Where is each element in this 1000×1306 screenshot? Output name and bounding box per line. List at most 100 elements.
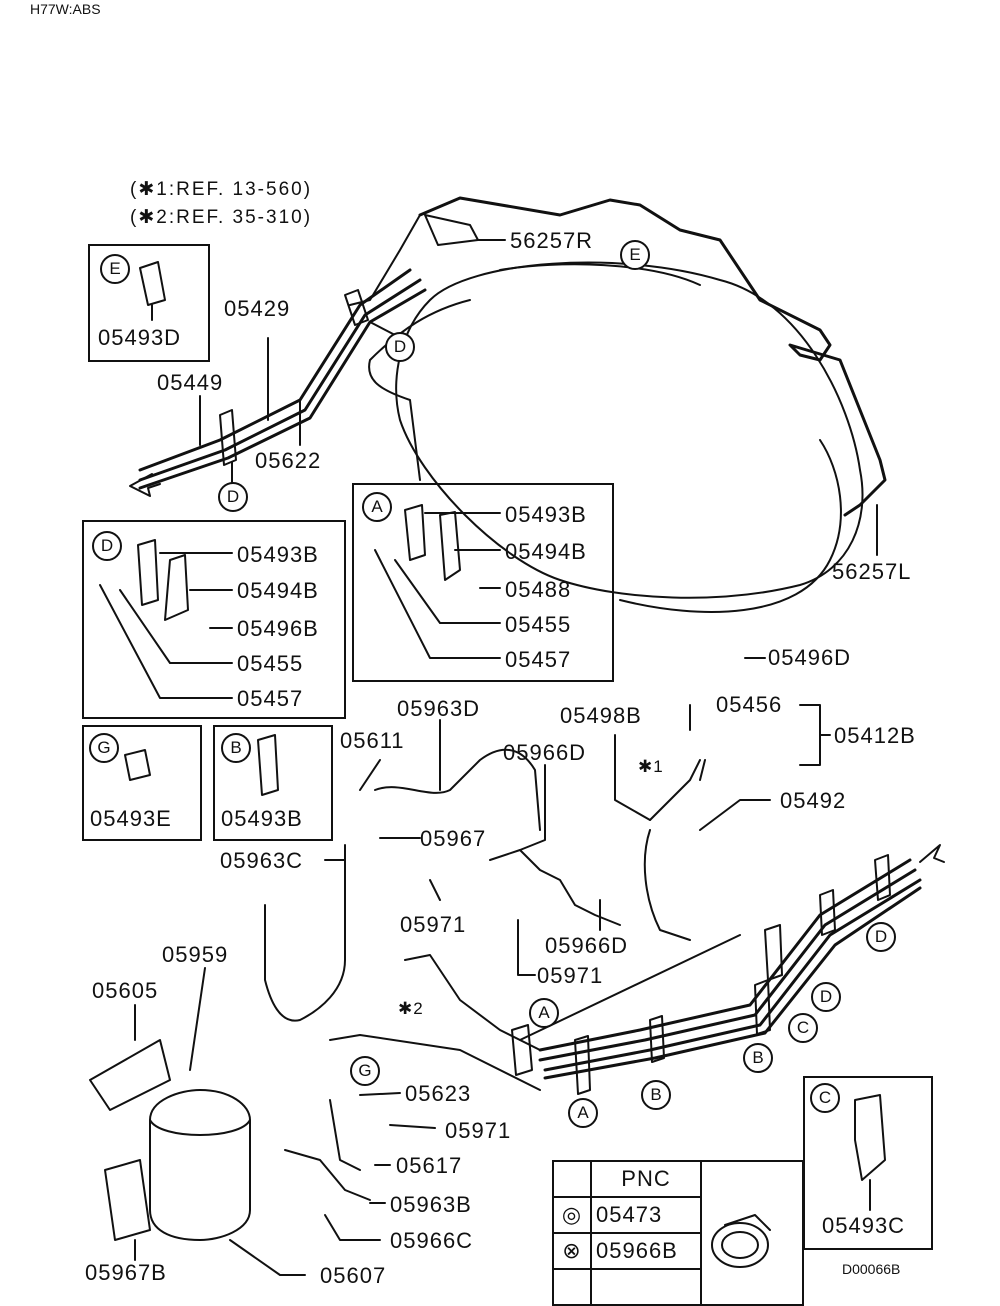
part-b-clip [257, 734, 279, 796]
line-lower-1 [538, 858, 912, 1052]
part-05963B: 05963B [390, 1192, 472, 1217]
part-05412B: 05412B [834, 723, 916, 748]
part-a-05457: 05457 [505, 647, 572, 672]
marker-d-inset: D [92, 531, 122, 561]
part-05959: 05959 [162, 942, 229, 967]
clip-lower-d2 [874, 854, 891, 901]
line-lower-2 [538, 868, 917, 1062]
pnc-symbol-2: ⊗ [552, 1232, 592, 1270]
part-05623: 05623 [405, 1081, 472, 1106]
part-c-clip [854, 1094, 886, 1181]
marker-b-lower-1: B [743, 1043, 773, 1073]
pnc-symbol-1: ◎ [552, 1196, 592, 1234]
leader-a-05455 [394, 559, 501, 624]
marker-a-inset: A [362, 492, 392, 522]
part-g-05493E: 05493E [90, 806, 172, 831]
inset-a [352, 483, 614, 682]
pnc-code-2: 05966B [590, 1232, 702, 1270]
reference-note-1: (✱1:REF. 13-560) [130, 179, 313, 200]
part-05971-c: 05971 [445, 1118, 512, 1143]
pipe-star2 [404, 954, 541, 1051]
part-05963C: 05963C [220, 848, 304, 873]
part-a-05494B: 05494B [505, 539, 587, 564]
hose-05617 [329, 1099, 361, 1171]
vent-line-right [418, 196, 887, 517]
part-b-05493B: 05493B [221, 806, 303, 831]
star-note-2: ✱2 [398, 999, 424, 1018]
part-05967B: 05967B [85, 1260, 167, 1285]
fuel-tank-inner [499, 263, 701, 286]
pipe-lower-left [329, 1034, 541, 1091]
part-56257R: 56257R [510, 228, 594, 253]
leader-05611 [359, 759, 381, 791]
inset-c [803, 1076, 933, 1250]
marker-d-top: D [385, 332, 415, 362]
part-05496D: 05496D [768, 645, 852, 670]
star-note-1: ✱1 [638, 757, 664, 776]
part-a-clip [404, 504, 426, 561]
clip-lower-b2 [754, 979, 771, 1035]
part-a-05488: 05488 [505, 577, 572, 602]
marker-c-lower: C [788, 1013, 818, 1043]
leader-05498B [614, 734, 651, 821]
part-05456: 05456 [716, 692, 783, 717]
clip-lower-a [574, 1035, 591, 1095]
clip-d-upper-2 [344, 289, 369, 326]
part-a-05493B: 05493B [505, 502, 587, 527]
clip-lower-a2 [511, 1024, 533, 1076]
marker-a-mid: A [529, 998, 559, 1028]
part-a-bracket [439, 511, 461, 581]
part-e-clip [139, 261, 166, 306]
part-05971-b: 05971 [537, 963, 604, 988]
part-05967: 05967 [420, 826, 487, 851]
part-05449: 05449 [157, 370, 224, 395]
clip-d-upper-1 [219, 409, 237, 466]
part-d-05494B: 05494B [237, 578, 319, 603]
line-diagonal [519, 934, 741, 1041]
reference-note-2: (✱2:REF. 35-310) [130, 207, 313, 228]
hose-05963B [284, 1149, 371, 1201]
part-05429: 05429 [224, 296, 291, 321]
inset-g [82, 725, 202, 841]
part-05963D: 05963D [397, 696, 481, 721]
clip-lower-b1 [649, 1015, 665, 1063]
leader-05971-b [517, 919, 536, 976]
part-05622: 05622 [255, 448, 322, 473]
hose-05492 [643, 759, 706, 941]
marker-e: E [620, 240, 650, 270]
part-d-05493B: 05493B [237, 542, 319, 567]
part-d-05496B: 05496B [237, 616, 319, 641]
arrow-left [129, 473, 161, 497]
part-05611: 05611 [340, 728, 405, 753]
clip-lower-d1 [819, 889, 836, 936]
leader-d-05457 [99, 584, 233, 699]
leader-05412B [799, 704, 831, 766]
drawing-id: D00066B [842, 1261, 901, 1277]
leader-05607 [229, 1239, 306, 1276]
part-05966D-top: 05966D [503, 740, 587, 765]
clip-lower-c [764, 924, 783, 981]
part-05966C: 05966C [390, 1228, 474, 1253]
line-upper-2 [138, 278, 422, 482]
part-d-bracket [164, 554, 189, 621]
leader-05966C [324, 1214, 381, 1241]
inset-e [88, 244, 210, 362]
part-d-05457: 05457 [237, 686, 304, 711]
marker-b-lower-2: B [641, 1080, 671, 1110]
part-d-05455: 05455 [237, 651, 304, 676]
marker-g-inset: G [89, 733, 119, 763]
part-05617: 05617 [396, 1153, 463, 1178]
part-05605: 05605 [92, 978, 159, 1003]
marker-e-inset: E [100, 254, 130, 284]
canister-body [149, 1089, 251, 1241]
line-lower-4 [543, 886, 922, 1080]
leader-05959 [189, 967, 206, 1071]
leader-d-05455 [119, 589, 233, 664]
part-56257L: 56257L [832, 559, 912, 584]
inset-b [213, 725, 333, 841]
canister-top [149, 1119, 251, 1136]
leader-05492 [699, 799, 771, 831]
vent-line-left [349, 214, 421, 306]
inset-d [82, 520, 346, 719]
